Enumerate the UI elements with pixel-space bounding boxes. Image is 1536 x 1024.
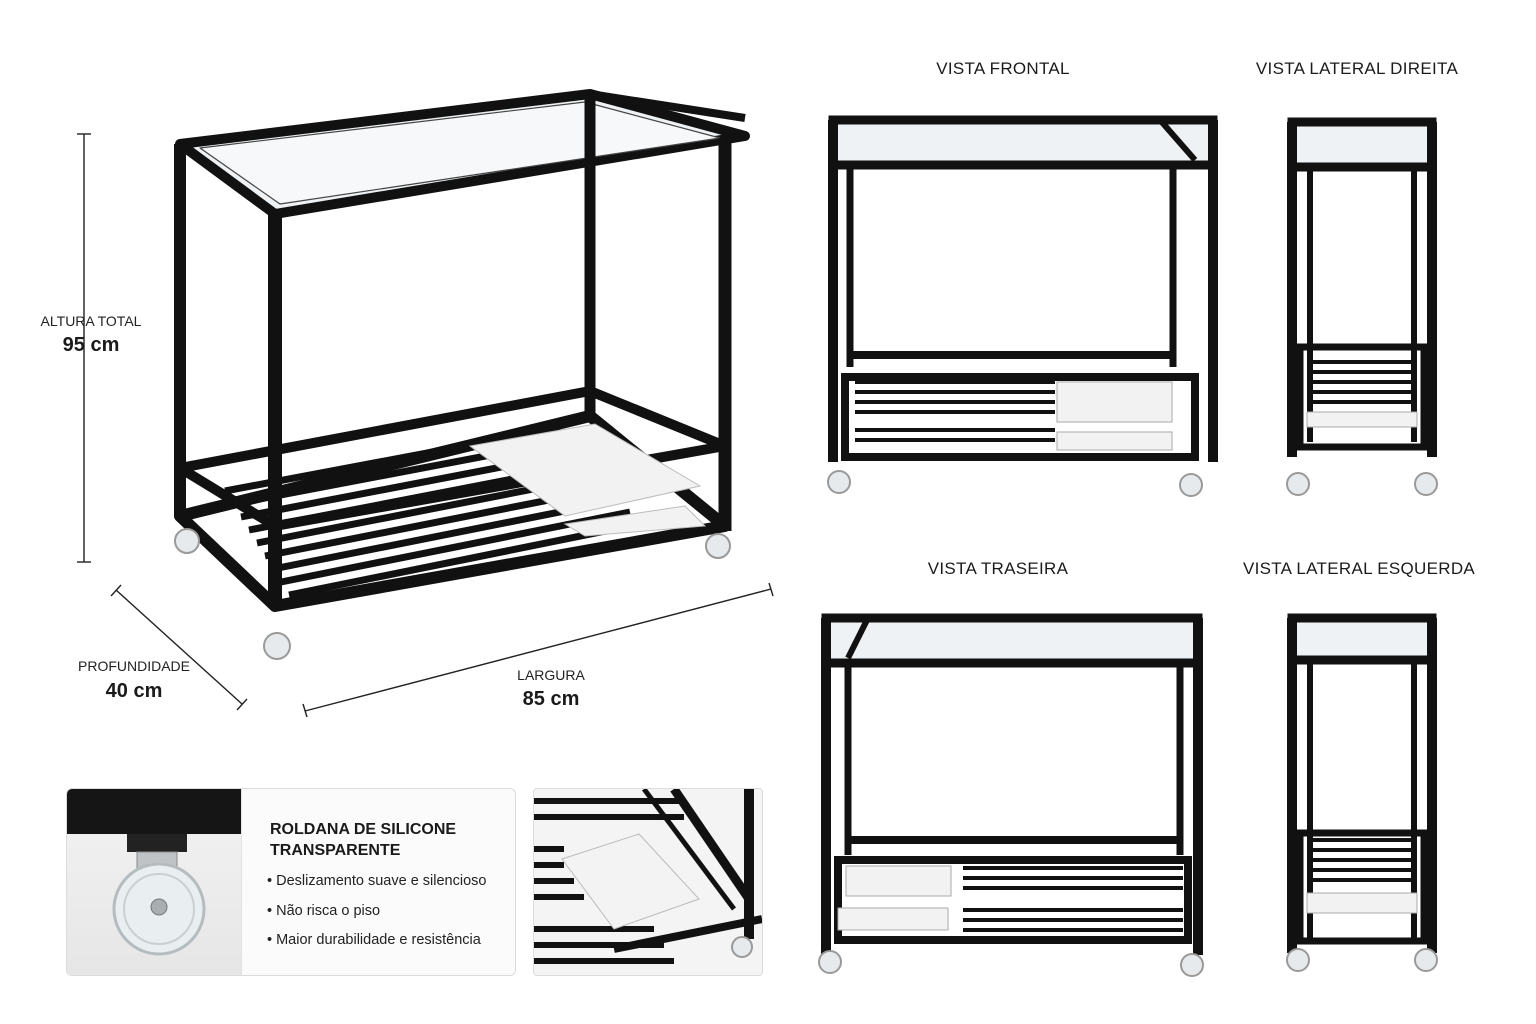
caster-feature-title: ROLDANA DE SILICONE TRANSPARENTE (270, 819, 500, 861)
left-side-view-image (1286, 613, 1438, 972)
front-view-image (827, 115, 1218, 497)
list-item: • Não risca o piso (267, 902, 381, 919)
list-item: • Deslizamento suave e silencioso (267, 873, 487, 889)
view-title-right: VISTA LATERAL DIREITA (1255, 59, 1459, 78)
right-side-view-image (1286, 117, 1438, 496)
caster-feature-title-line2: TRANSPARENTE (270, 842, 401, 859)
cart-perspective-image (174, 89, 750, 660)
depth-value: 40 cm (105, 680, 163, 702)
height-value: 95 cm (62, 334, 120, 356)
view-title-back: VISTA TRASEIRA (927, 559, 1069, 578)
back-view-image (818, 613, 1204, 977)
shelf-detail-photo (533, 788, 763, 976)
caster-feature-title-line1: ROLDANA DE SILICONE (270, 821, 457, 838)
view-title-left: VISTA LATERAL ESQUERDA (1242, 559, 1476, 578)
width-value: 85 cm (522, 688, 580, 710)
caster-feature-card: ROLDANA DE SILICONE TRANSPARENTE • Desli… (66, 788, 516, 976)
caster-photo (67, 789, 242, 975)
depth-label: PROFUNDIDADE (77, 658, 191, 674)
view-title-front: VISTA FRONTAL (936, 59, 1070, 78)
width-label: LARGURA (517, 667, 585, 683)
list-item: • Maior durabilidade e resistência (267, 932, 481, 948)
caster-feature-list: • Deslizamento suave e silencioso • Não … (267, 873, 486, 962)
height-label: ALTURA TOTAL (40, 313, 142, 329)
